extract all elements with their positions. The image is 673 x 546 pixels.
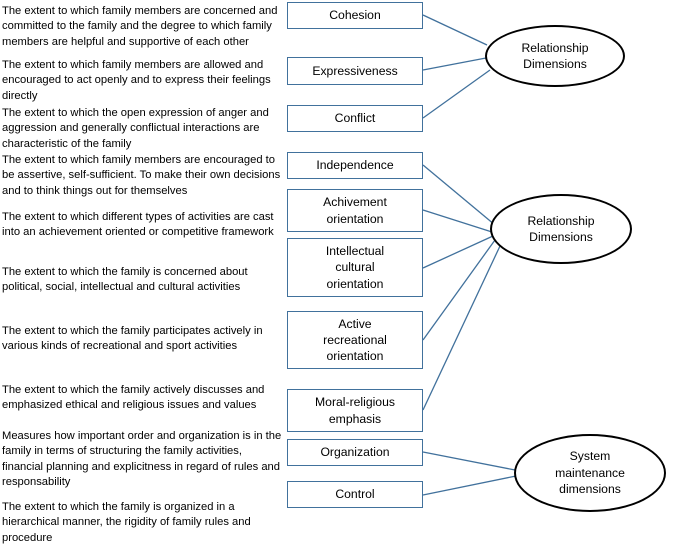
connector-achivement [422, 209, 493, 233]
box-label: Intellectual cultural orientation [325, 244, 385, 291]
description-intellectual-cultural-orientation: The extent to which the family is concer… [2, 266, 248, 294]
description-moral-religious-emphasis: The extent to which the family actively … [2, 384, 265, 412]
connector-expressiveness [422, 57, 487, 71]
box-label: Cohesion [329, 8, 381, 23]
box-label: Expressiveness [312, 63, 398, 78]
connector-active [422, 239, 496, 341]
box-organization: Organization [287, 439, 423, 466]
box-cohesion: Cohesion [287, 2, 423, 29]
box-label: Control [335, 487, 375, 502]
ellipse-label: Relationship Dimensions [527, 213, 595, 245]
box-label: Organization [320, 445, 390, 460]
description-achivement-orientation: The extent to which different types of a… [2, 211, 274, 239]
connector-moral [422, 245, 501, 411]
ellipse-relationship-dimensions-1: Relationship Dimensions [485, 25, 625, 87]
description-conflict: The extent to which the open expression … [2, 107, 269, 150]
description-expressiveness: The extent to which family members are a… [2, 59, 271, 102]
description-organization: Measures how important order and organiz… [2, 430, 282, 489]
box-label: Independence [316, 158, 394, 173]
description-active-recreational-orientation: The extent to which the family participa… [2, 325, 263, 353]
box-independence: Independence [287, 152, 423, 179]
ellipse-relationship-dimensions-2: Relationship Dimensions [490, 194, 632, 264]
box-intellectual-cultural-orientation: Intellectual cultural orientation [287, 238, 423, 297]
connector-cohesion [422, 14, 488, 46]
connector-control [422, 475, 517, 496]
ellipse-system-maintenance-dimensions: System maintenance dimensions [514, 434, 666, 512]
ellipse-label: Relationship Dimensions [521, 40, 589, 72]
connector-organization [422, 451, 516, 471]
box-label: Achivement orientation [323, 195, 387, 226]
description-independence: The extent to which family members are e… [2, 154, 281, 197]
box-moral-religious-emphasis: Moral-religious emphasis [287, 389, 423, 432]
description-control: The extent to which the family is organi… [2, 501, 251, 544]
ellipse-label: System maintenance dimensions [555, 449, 625, 497]
box-achivement-orientation: Achivement orientation [287, 189, 423, 232]
box-conflict: Conflict [287, 105, 423, 132]
description-cohesion: The extent to which family members are c… [2, 5, 278, 48]
box-control: Control [287, 481, 423, 508]
box-label: Moral-religious emphasis [315, 395, 395, 426]
connector-intellectual [422, 235, 494, 269]
box-label: Conflict [334, 111, 376, 126]
box-expressiveness: Expressiveness [287, 57, 423, 85]
box-active-recreational-orientation: Active recreational orientation [287, 311, 423, 369]
connector-independence [422, 164, 496, 226]
box-label: Active recreational orientation [323, 316, 387, 364]
connector-conflict [422, 69, 491, 119]
